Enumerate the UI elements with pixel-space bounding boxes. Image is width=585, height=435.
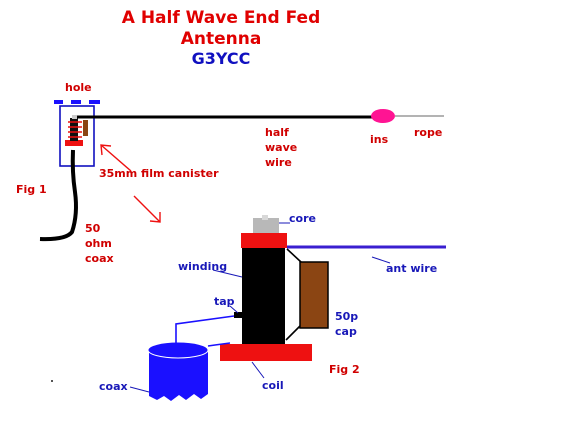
wire-label: wire <box>265 156 292 169</box>
cap-label: cap <box>335 325 357 338</box>
callsign: G3YCC <box>192 49 251 68</box>
fig2-group: core winding ant wire tap 50p cap Fig 2 … <box>99 212 446 401</box>
fig2-coax-label: coax <box>99 380 128 393</box>
fig2-coax-body <box>149 350 208 401</box>
film-canister-outline <box>59 105 95 167</box>
mini-capacitor <box>83 120 88 136</box>
coil-base <box>220 344 312 361</box>
hole-label: hole <box>65 81 92 94</box>
mini-coil-base <box>65 140 83 146</box>
ground-wire <box>207 342 231 347</box>
insulator-label: ins <box>370 133 389 146</box>
coil-top-flange <box>241 233 287 248</box>
ant-wire-label: ant wire <box>386 262 437 275</box>
insulator <box>371 109 395 123</box>
fig2-coax-top <box>147 341 209 359</box>
coil-winding-body <box>242 248 285 346</box>
capacitor-50p <box>299 261 329 329</box>
fig1-coax-cable <box>39 149 78 242</box>
mini-coil-core <box>70 118 78 141</box>
tap-stub <box>234 312 242 318</box>
coax-50-label: 50 <box>85 222 101 235</box>
canister-arrow <box>100 144 132 172</box>
fig2-caption: Fig 2 <box>329 363 360 376</box>
stray-dot <box>51 380 53 382</box>
lid-hole-right <box>81 100 89 104</box>
rope-label: rope <box>414 126 442 139</box>
coax-ohm-label: ohm <box>85 237 112 250</box>
lid-hole-left <box>63 100 71 104</box>
fig1-group: hole half wave wire ins rope 35mm film c… <box>16 81 444 265</box>
title-line-1: A Half Wave End Fed <box>122 8 321 28</box>
coax-coax-label: coax <box>85 252 114 265</box>
cap-value-label: 50p <box>335 310 358 323</box>
film-canister-label: 35mm film canister <box>99 167 219 180</box>
coil-label: coil <box>262 379 284 392</box>
half-label: half <box>265 126 289 139</box>
tap-wire <box>175 315 235 348</box>
fig1-caption: Fig 1 <box>16 183 47 196</box>
canister-lid <box>54 100 100 104</box>
core-label: core <box>289 212 316 225</box>
mini-coil-ferrite <box>72 115 77 119</box>
ferrite-core <box>253 218 279 234</box>
wave-label: wave <box>265 141 297 154</box>
fig-link-arrow <box>133 195 161 223</box>
title-line-2: Antenna <box>181 29 262 49</box>
winding-label: winding <box>178 260 227 273</box>
tap-label: tap <box>214 295 235 308</box>
